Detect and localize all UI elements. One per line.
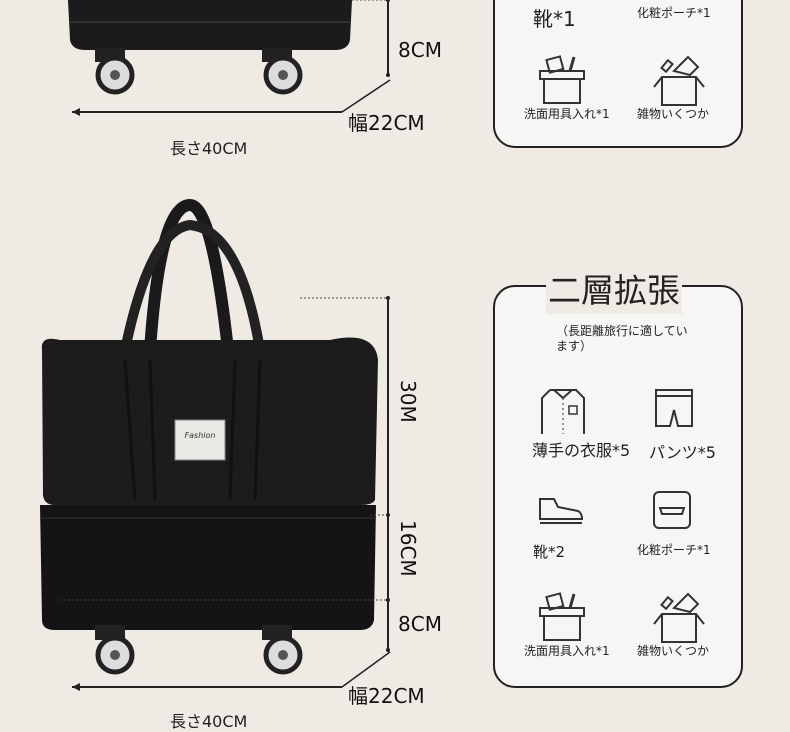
shoe-icon [539,498,584,524]
shorts-icon [655,389,693,427]
card-subtitle: （長距離旅行に適しています） [556,324,688,353]
bag-bottom-image [68,0,391,116]
length-label: 長さ40CM [170,139,248,158]
toiletry-box-icon [539,55,585,104]
item-label: 化粧ポーチ*1 [637,6,711,20]
item-label: 靴*2 [533,543,566,561]
item-label: 靴*1 [533,7,576,31]
upper-height-label: 30M [396,380,420,423]
bag-brand-label: Fashion [185,431,216,440]
item-label: 化粧ポーチ*1 [637,543,711,557]
item-label: 雑物いくつか [637,644,710,658]
item-label: パンツ*5 [649,443,716,462]
expansion-height-label: 16CM [396,520,420,577]
item-label: 洗面用具入れ*1 [524,107,610,121]
toiletry-box-icon [539,592,585,641]
open-box-icon [653,592,705,643]
width-label: 幅22CM [348,684,425,708]
shirt-icon [541,389,585,434]
pouch-icon [653,491,691,529]
width-label: 幅22CM [348,111,425,135]
item-label: 雑物いくつか [637,107,710,121]
expandable-bag-image: Fashion [40,198,391,691]
top-capacity-card [493,0,743,148]
open-box-icon [653,55,705,106]
length-label: 長さ40CM [170,712,248,731]
wheel-height-label: 8CM [398,612,442,636]
item-label: 洗面用具入れ*1 [524,644,610,658]
item-label: 薄手の衣服*5 [532,441,631,460]
card-title: 二層拡張 [546,268,682,314]
height-label: 8CM [398,38,442,62]
